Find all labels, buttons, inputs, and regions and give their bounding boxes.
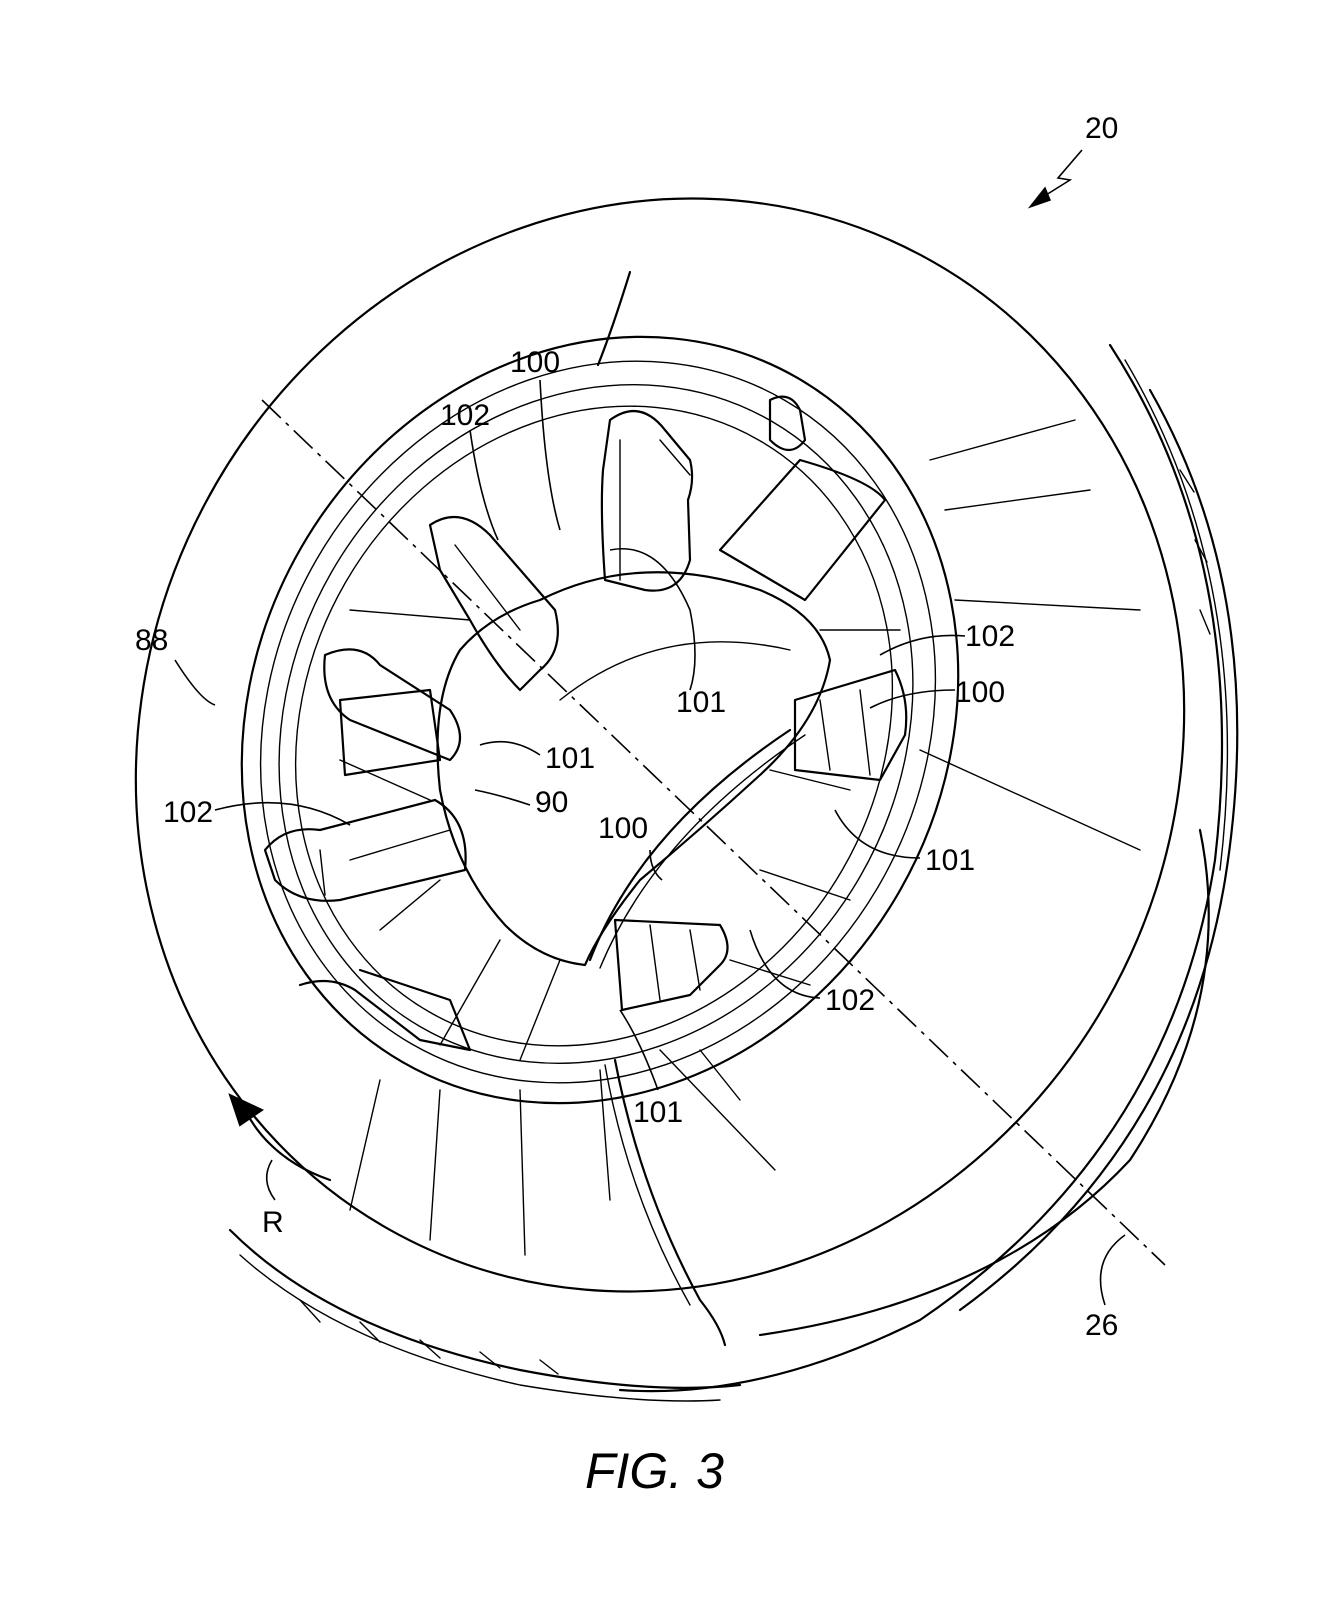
assembly-arrow-icon <box>1027 149 1083 209</box>
surface-hatching <box>349 419 1141 1256</box>
bore-rings <box>240 335 960 1105</box>
label-tooth-b2: 101 <box>545 742 595 775</box>
label-hub: 90 <box>535 786 568 819</box>
label-slot-a3: 100 <box>598 812 648 845</box>
label-assembly: 20 <box>1085 112 1118 145</box>
figure-caption: FIG. 3 <box>585 1443 724 1499</box>
leader-lines <box>174 379 1126 1306</box>
axis-centerline <box>261 399 1166 1266</box>
label-tooth-b1: 101 <box>676 686 726 719</box>
label-tooth-b3: 101 <box>925 844 975 877</box>
label-shaft: 26 <box>1085 1309 1118 1342</box>
label-tab-c3: 102 <box>163 796 213 829</box>
label-tab-c1: 102 <box>440 399 490 432</box>
flange-body <box>134 197 1239 1402</box>
label-tooth-b4: 101 <box>633 1096 683 1129</box>
label-tab-c4: 102 <box>825 984 875 1017</box>
teeth <box>263 395 908 1061</box>
label-tab-c2: 102 <box>965 620 1015 653</box>
label-slot-a1: 100 <box>510 346 560 379</box>
label-flange: 88 <box>135 624 168 657</box>
rotation-arrow-icon <box>228 1093 332 1182</box>
label-slot-a2: 100 <box>955 676 1005 709</box>
label-rotation: R <box>262 1206 284 1239</box>
